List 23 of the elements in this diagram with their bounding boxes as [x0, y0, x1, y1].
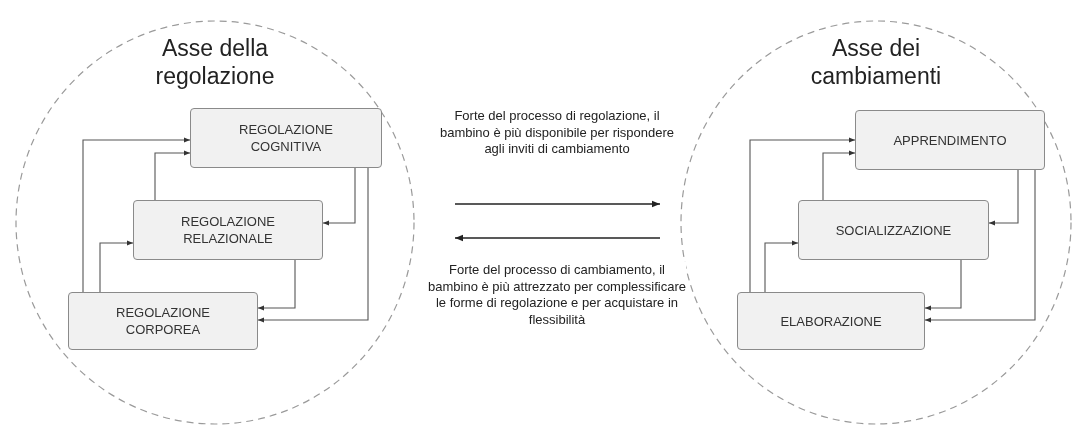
arrow — [764, 240, 799, 293]
arrow — [454, 234, 661, 242]
process-box: APPRENDIMENTO — [855, 110, 1045, 170]
arrow — [322, 167, 356, 226]
arrow — [154, 150, 191, 201]
arrow — [99, 240, 134, 293]
axis-heading: Asse dei cambiamenti — [809, 34, 943, 90]
axis-heading: Asse della regolazione — [154, 34, 276, 90]
process-box: REGOLAZIONE COGNITIVA — [190, 108, 382, 168]
arrow — [988, 169, 1019, 226]
arrow — [454, 200, 661, 208]
arrow — [257, 167, 369, 323]
process-box: REGOLAZIONE CORPOREA — [68, 292, 258, 350]
arrow — [924, 259, 962, 311]
process-box: ELABORAZIONE — [737, 292, 925, 350]
process-box: SOCIALIZZAZIONE — [798, 200, 989, 260]
edge-label: Forte del processo di regolazione, il bambino è più disponibile per rispondere agli inviti di cambiamento — [437, 108, 677, 158]
arrow — [82, 137, 191, 293]
arrow — [257, 259, 296, 311]
process-box: REGOLAZIONE RELAZIONALE — [133, 200, 323, 260]
arrow — [749, 137, 856, 293]
arrow — [924, 169, 1036, 323]
arrow — [822, 150, 856, 201]
